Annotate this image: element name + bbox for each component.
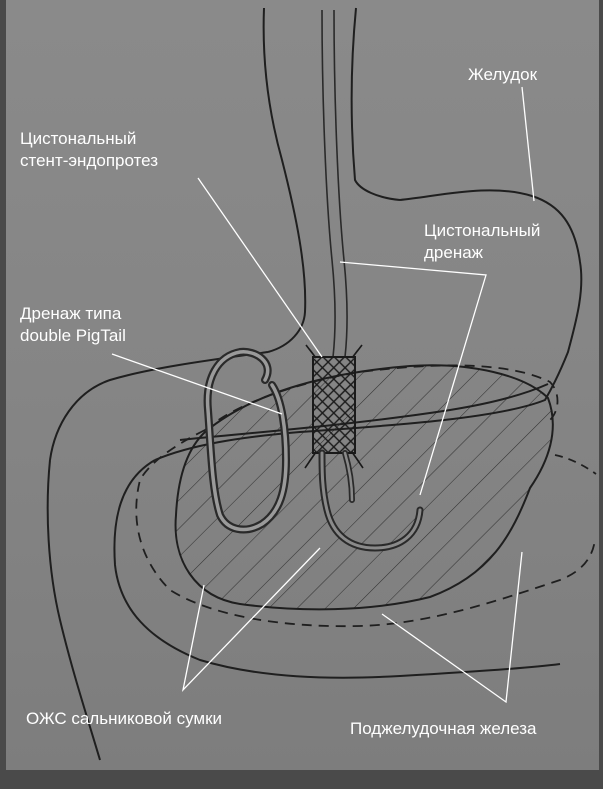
label-cystonal-stent-line1: Цистональный [20,128,158,150]
pancreas-dashed-right [555,455,596,474]
esophagus-right-wall [352,8,400,200]
catheter-line-left [322,10,335,357]
leader-stomach [522,87,534,201]
label-cystonal-drain-line2: дренаж [424,242,540,264]
label-pigtail-drain-line1: Дренаж типа [20,303,126,325]
label-cystonal-drain-line1: Цистональный [424,220,540,242]
esophagus-left-wall [264,8,306,352]
catheter-line-right [334,10,347,357]
label-stomach-text: Желудок [468,64,537,86]
label-cystonal-stent: Цистональный стент-эндопротез [20,128,158,172]
label-bursa-text: ОЖС сальниковой сумки [26,708,222,730]
label-pigtail-drain: Дренаж типа double PigTail [20,303,126,347]
label-cystonal-stent-line2: стент-эндопротез [20,150,158,172]
label-pancreas: Поджелудочная железа [350,718,536,740]
label-stomach: Желудок [468,64,537,86]
label-pancreas-text: Поджелудочная железа [350,718,536,740]
label-bursa: ОЖС сальниковой сумки [26,708,222,730]
label-pigtail-drain-line2: double PigTail [20,325,126,347]
label-cystonal-drain: Цистональный дренаж [424,220,540,264]
stent-mesh [313,357,355,453]
